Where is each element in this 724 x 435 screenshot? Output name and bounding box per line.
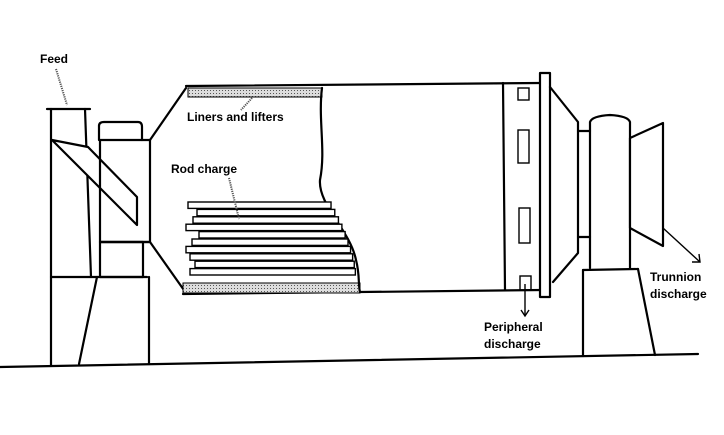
rod — [189, 253, 354, 261]
discharge-pedestal — [581, 267, 657, 358]
peripheral-discharge-arrow-icon — [520, 284, 530, 318]
rod — [185, 245, 352, 254]
label-feed: Feed — [40, 52, 68, 66]
rod-charge — [185, 201, 357, 276]
discharge-flange — [538, 71, 552, 299]
liner-bottom — [182, 282, 361, 294]
rod — [192, 216, 340, 224]
rod — [189, 267, 357, 276]
trunnion-bearing — [588, 113, 632, 270]
discharge-ports — [517, 87, 532, 291]
rod — [194, 260, 355, 269]
rod — [185, 223, 343, 232]
trunnion-discharge-arrow-icon — [662, 227, 701, 263]
trunnion-cone — [628, 121, 665, 248]
port-slot — [518, 207, 531, 244]
port-slot — [517, 129, 530, 164]
label-peripheral-discharge: discharge — [484, 337, 541, 351]
shell-end-line — [501, 81, 507, 292]
feed-cone-bottom — [148, 240, 188, 295]
discharge-cone — [548, 85, 580, 284]
liner-top — [187, 87, 323, 98]
ground-line — [0, 352, 700, 369]
rod — [191, 238, 349, 247]
label-trunnion-discharge: discharge — [650, 287, 707, 301]
label-rod-charge: Rod charge — [171, 162, 237, 176]
feed-pedestal — [49, 275, 151, 366]
label-peripheral: Peripheral — [484, 320, 543, 334]
label-trunnion: Trunnion — [650, 270, 701, 284]
feed-cone-top — [148, 86, 188, 142]
rod — [198, 230, 346, 239]
rod — [187, 201, 332, 210]
rod — [196, 208, 336, 217]
label-liners-and-lifters: Liners and lifters — [187, 110, 284, 124]
port-slot — [517, 87, 530, 101]
shell-top — [184, 81, 542, 88]
feed-chute — [45, 107, 139, 367]
